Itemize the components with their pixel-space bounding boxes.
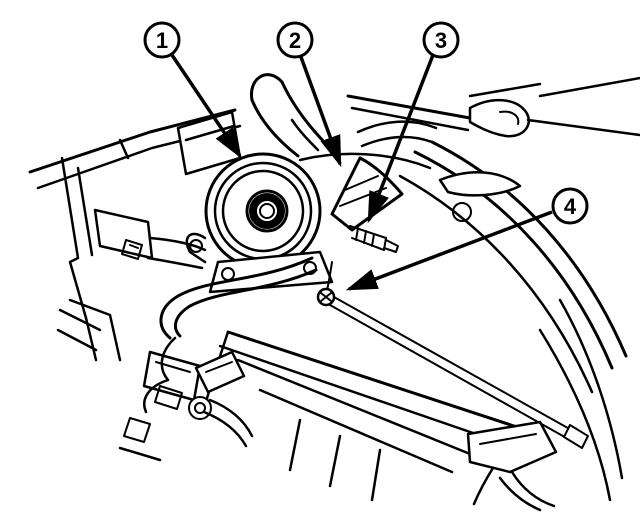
callout-4-circle — [551, 187, 589, 225]
callout-2-label: 2 — [289, 28, 301, 53]
callout-3-arrow — [367, 54, 435, 224]
callout-1-arrow — [170, 54, 242, 159]
mounting-bolt — [316, 287, 336, 307]
callout-1-label: 1 — [156, 28, 168, 53]
pulley-hub-ring — [249, 193, 285, 229]
callout-2-arrow — [299, 56, 342, 168]
callout-3: 3 — [367, 21, 460, 224]
callout-1: 1 — [143, 21, 242, 159]
support-rod — [329, 296, 589, 449]
callout-2: 2 — [276, 21, 342, 168]
vacuum-hose — [143, 256, 333, 414]
callout-3-circle — [422, 21, 460, 59]
engine-background-lines — [28, 73, 640, 512]
callout-2-circle — [276, 21, 314, 59]
callout-4-label: 4 — [564, 194, 577, 219]
nozzle-fitting — [349, 225, 399, 253]
callout-1-circle — [143, 21, 181, 59]
funnel — [330, 156, 404, 232]
callout-4: 4 — [345, 187, 589, 291]
callout-3-label: 3 — [435, 28, 447, 53]
callout-4-arrow — [345, 210, 553, 291]
